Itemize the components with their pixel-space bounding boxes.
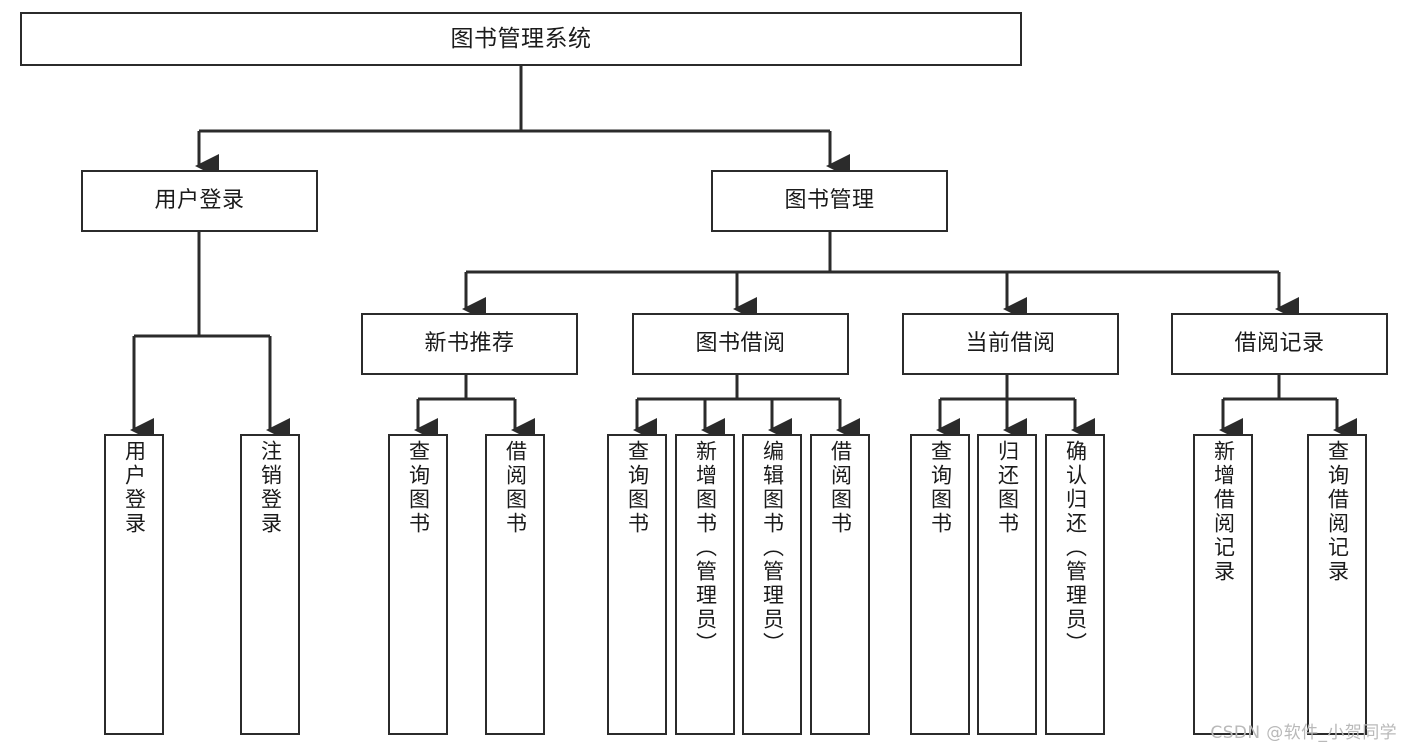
node-leaf-current-confirm-return[interactable]: 确认归还（管理员） <box>1045 434 1105 735</box>
node-root-system-label: 图书管理系统 <box>450 25 592 52</box>
node-leaf-current-query-book[interactable]: 查询图书 <box>910 434 970 735</box>
node-new-book-recommend[interactable]: 新书推荐 <box>361 313 578 375</box>
node-book-borrow-label: 图书借阅 <box>695 331 786 357</box>
node-current-borrow-label: 当前借阅 <box>965 331 1056 357</box>
node-book-management-label: 图书管理 <box>784 188 875 214</box>
node-leaf-current-query-book-label: 查询图书 <box>928 440 953 536</box>
node-book-management[interactable]: 图书管理 <box>711 170 948 232</box>
csdn-watermark: CSDN @软件_小贺同学 <box>1210 723 1397 743</box>
node-leaf-newbook-borrow-book-label: 借阅图书 <box>503 440 528 536</box>
node-borrow-record[interactable]: 借阅记录 <box>1171 313 1388 375</box>
node-leaf-borrow-query-book[interactable]: 查询图书 <box>607 434 667 735</box>
node-leaf-borrow-add-book-label: 新增图书（管理员） <box>693 440 718 656</box>
node-leaf-borrow-borrow-book-label: 借阅图书 <box>828 440 853 536</box>
node-leaf-user-login-login[interactable]: 用户登录 <box>104 434 164 735</box>
node-leaf-newbook-query-book[interactable]: 查询图书 <box>388 434 448 735</box>
node-borrow-record-label: 借阅记录 <box>1234 331 1325 357</box>
node-leaf-current-confirm-return-label: 确认归还（管理员） <box>1063 440 1088 656</box>
node-leaf-newbook-borrow-book[interactable]: 借阅图书 <box>485 434 545 735</box>
node-user-login-label: 用户登录 <box>154 188 245 214</box>
node-leaf-newbook-query-book-label: 查询图书 <box>406 440 431 536</box>
node-new-book-recommend-label: 新书推荐 <box>424 331 515 357</box>
node-leaf-current-return-book-label: 归还图书 <box>995 440 1020 536</box>
node-leaf-record-query-record-label: 查询借阅记录 <box>1325 440 1350 584</box>
node-leaf-borrow-edit-book[interactable]: 编辑图书（管理员） <box>742 434 802 735</box>
node-leaf-record-add-record[interactable]: 新增借阅记录 <box>1193 434 1253 735</box>
node-leaf-user-login-logout-label: 注销登录 <box>258 440 283 536</box>
node-leaf-current-return-book[interactable]: 归还图书 <box>977 434 1037 735</box>
node-user-login[interactable]: 用户登录 <box>81 170 318 232</box>
node-leaf-borrow-borrow-book[interactable]: 借阅图书 <box>810 434 870 735</box>
node-leaf-borrow-edit-book-label: 编辑图书（管理员） <box>760 440 785 656</box>
node-leaf-record-add-record-label: 新增借阅记录 <box>1211 440 1236 584</box>
node-leaf-user-login-login-label: 用户登录 <box>122 440 147 536</box>
node-root-system[interactable]: 图书管理系统 <box>20 12 1022 66</box>
node-book-borrow[interactable]: 图书借阅 <box>632 313 849 375</box>
node-leaf-user-login-logout[interactable]: 注销登录 <box>240 434 300 735</box>
node-leaf-borrow-add-book[interactable]: 新增图书（管理员） <box>675 434 735 735</box>
node-leaf-borrow-query-book-label: 查询图书 <box>625 440 650 536</box>
node-current-borrow[interactable]: 当前借阅 <box>902 313 1119 375</box>
node-leaf-record-query-record[interactable]: 查询借阅记录 <box>1307 434 1367 735</box>
